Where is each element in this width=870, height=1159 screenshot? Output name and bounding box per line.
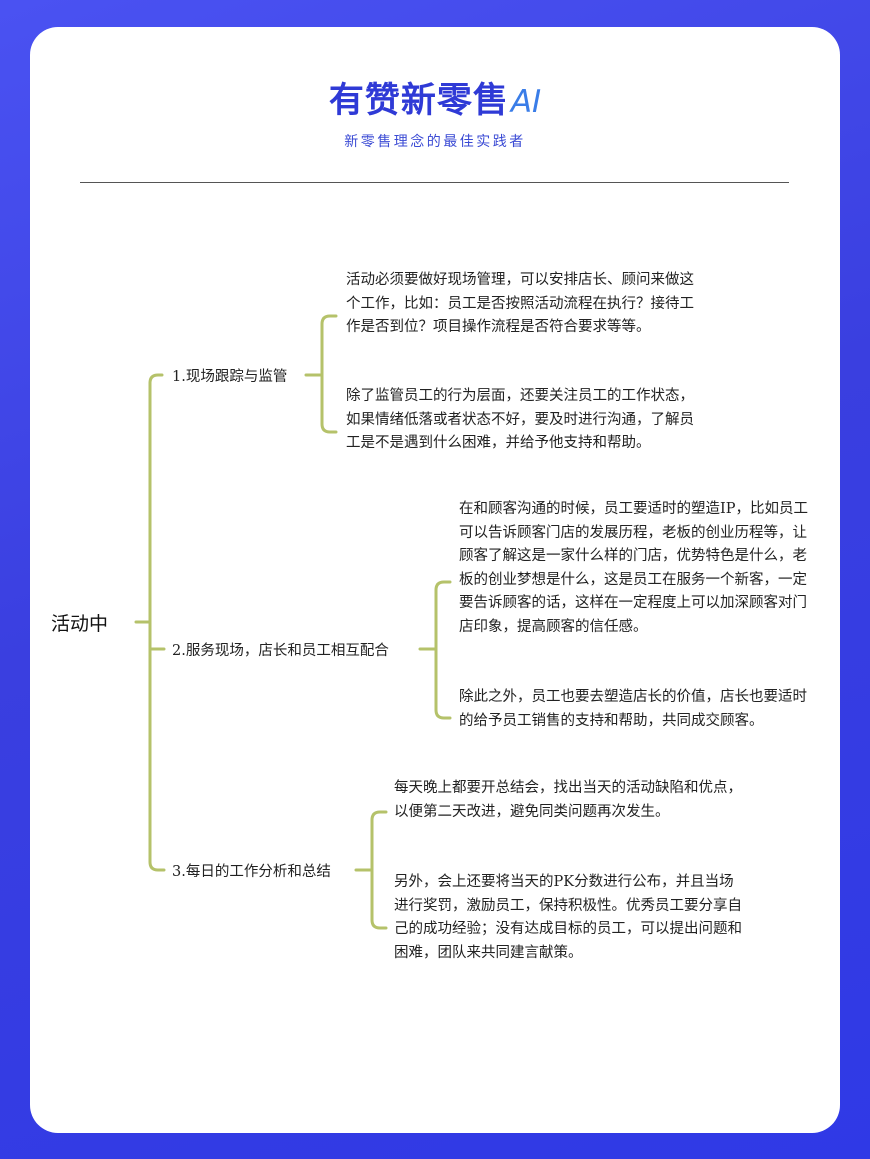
branch-3: 3.每日的工作分析和总结 (172, 864, 331, 880)
leaf-2-2: 除此之外，员工也要去塑造店长的价值，店长也要适时的给予员工销售的支持和帮助，共同… (459, 689, 807, 729)
content-card (30, 27, 840, 1133)
leaf-3-2: 另外，会上还要将当天的PK分数进行公布，并且当场进行奖罚，激励员工，保持积极性。… (394, 874, 742, 961)
connector-leaves-2 (434, 580, 452, 720)
connector-trunk (148, 373, 166, 872)
connector-leaves-1 (320, 314, 338, 434)
leaf-2-1: 在和顾客沟通的时候，员工要适时的塑造IP，比如员工可以告诉顾客门店的发展历程，老… (459, 501, 808, 635)
leaf-3-1: 每天晚上都要开总结会，找出当天的活动缺陷和优点，以便第二天改进，避免同类问题再次… (394, 780, 742, 820)
connector-leaves-3 (370, 810, 388, 930)
header-divider (80, 182, 789, 183)
mindmap-root: 活动中 (51, 613, 109, 635)
branch-1: 1.现场跟踪与监管 (172, 369, 288, 385)
brand-header: 有赞新零售AI (0, 72, 870, 123)
brand-title: 有赞新零售 (328, 81, 509, 121)
branch-2: 2.服务现场，店长和员工相互配合 (172, 643, 389, 659)
leaf-1-1: 活动必须要做好现场管理，可以安排店长、顾问来做这个工作，比如：员工是否按照活动流… (346, 272, 694, 335)
brand-ai-mark: AI (510, 84, 542, 120)
brand-subtitle: 新零售理念的最佳实践者 (344, 134, 526, 150)
leaf-1-2: 除了监管员工的行为层面，还要关注员工的工作状态，如果情绪低落或者状态不好，要及时… (346, 388, 694, 451)
